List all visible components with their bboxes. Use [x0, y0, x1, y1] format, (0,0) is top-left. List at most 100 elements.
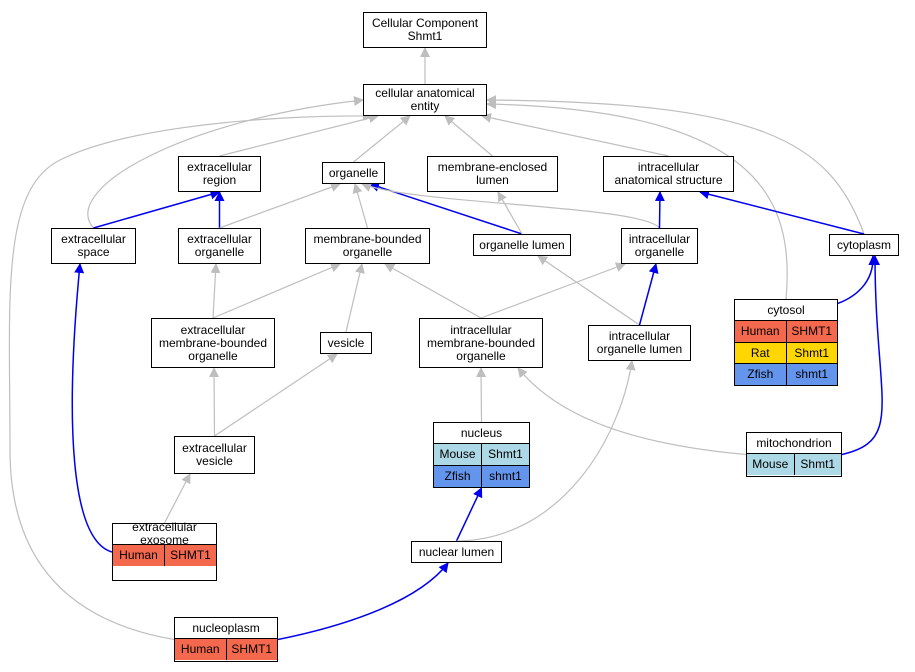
- edge-part-of-extracellular-space-to-extracellular-region: [93, 189, 221, 229]
- gene-cell: SHMT1: [785, 321, 838, 342]
- node-label: extracellular space: [61, 232, 126, 259]
- edge-is-a-cytoplasm-to-cellular-anatomical-entity: [486, 95, 865, 235]
- edge-part-of-cytoplasm-to-intracellular-anatomical-structure: [699, 189, 865, 235]
- edge-is-a-extracellular-organelle-to-organelle: [219, 182, 341, 229]
- node-label: intracellular organelle: [628, 232, 691, 259]
- species-cell: Human: [119, 548, 158, 562]
- species-cell: Zfish: [747, 367, 774, 382]
- annotation-row: Mouse Shmt1: [434, 443, 529, 465]
- node-intracellular-organelle-lumen[interactable]: intracellular organelle lumen: [588, 325, 691, 361]
- species-cell: Mouse: [439, 447, 476, 461]
- node-label: vesicle: [327, 335, 365, 350]
- node-label: cellular anatomical entity: [375, 86, 475, 113]
- node-label: extracellular membrane-bounded organelle: [158, 322, 268, 363]
- node-organelle-lumen[interactable]: organelle lumen: [473, 234, 571, 256]
- edge-is-a-intracellular-organelle-lumen-to-organelle-lumen: [537, 255, 640, 326]
- species-cell: Human: [740, 323, 780, 338]
- node-label: nucleus: [460, 425, 503, 440]
- node-extracellular-membrane-bounded-organelle[interactable]: extracellular membrane-bounded organelle: [151, 318, 275, 368]
- node-membrane-enclosed-lumen[interactable]: membrane-enclosed lumen: [427, 156, 558, 192]
- edge-is-a-nucleoplasm-to-cellular-anatomical-entity: [8, 110, 373, 641]
- node-intracellular-anatomical-structure[interactable]: intracellular anatomical structure: [603, 156, 734, 192]
- node-label: organelle lumen: [479, 237, 565, 252]
- edge-is-a-organelle-to-cellular-anatomical-entity: [353, 115, 411, 163]
- edge-is-a-intracellular-organelle-to-organelle: [361, 182, 660, 229]
- node-label: extracellular region: [187, 160, 252, 187]
- node-cellular-component[interactable]: Cellular Component Shmt1: [363, 12, 487, 48]
- node-label: intracellular organelle lumen: [596, 329, 683, 356]
- edge-is-a-extracellular-membrane-bounded-organelle-to-extracellular-organelle: [210, 263, 221, 319]
- node-label: extracellular organelle: [187, 232, 252, 259]
- edge-is-a-extracellular-membrane-bounded-organelle-to-membrane-bounded-organelle: [212, 262, 341, 319]
- node-extracellular-vesicle[interactable]: extracellular vesicle: [174, 436, 255, 474]
- node-label: nuclear lumen: [418, 544, 495, 559]
- edge-part-of-nuclear-lumen-to-nucleus: [455, 487, 483, 542]
- node-cellular-anatomical-entity[interactable]: cellular anatomical entity: [363, 84, 487, 116]
- gene-cell: Shmt1: [793, 454, 842, 475]
- annotation-row: Rat Shmt1: [735, 341, 838, 364]
- edge-is-a-membrane-bounded-organelle-to-organelle: [352, 183, 369, 229]
- edge-part-of-intracellular-organelle-lumen-to-intracellular-organelle: [638, 263, 659, 326]
- node-label: cytoplasm: [836, 237, 892, 252]
- edge-is-a-organelle-lumen-to-membrane-enclosed-lumen: [497, 191, 523, 235]
- edge-is-a-nuclear-lumen-to-intracellular-organelle-lumen: [456, 360, 636, 542]
- edge-is-a-extracellular-space-to-cellular-anatomical-entity: [87, 96, 364, 229]
- node-extracellular-region[interactable]: extracellular region: [178, 156, 261, 192]
- annotation-row: Human SHMT1: [113, 544, 216, 566]
- node-label: extracellular exosome: [132, 520, 197, 547]
- edge-part-of-mitochondrion-to-cytoplasm: [841, 255, 883, 456]
- edge-is-a-extracellular-exosome-to-extracellular-vesicle: [163, 473, 191, 524]
- gene-cell: Shmt1: [481, 444, 529, 465]
- node-intracellular-organelle[interactable]: intracellular organelle: [621, 228, 698, 264]
- edge-part-of-intracellular-organelle-to-intracellular-anatomical-structure: [654, 191, 665, 229]
- edge-is-a-intracellular-membrane-bounded-organelle-to-membrane-bounded-organelle: [384, 263, 482, 319]
- edge-is-a-extracellular-region-to-cellular-anatomical-entity: [219, 113, 379, 157]
- node-cytoplasm[interactable]: cytoplasm: [829, 234, 899, 256]
- edge-is-a-membrane-enclosed-lumen-to-cellular-anatomical-entity: [444, 115, 493, 157]
- node-label: membrane-bounded organelle: [313, 232, 422, 259]
- node-label: mitochondrion: [756, 435, 832, 450]
- node-label: nucleoplasm: [192, 620, 260, 635]
- node-membrane-bounded-organelle[interactable]: membrane-bounded organelle: [305, 228, 430, 264]
- node-label: Cellular Component Shmt1: [371, 16, 479, 43]
- edge-is-a-intracellular-anatomical-structure-to-cellular-anatomical-entity: [481, 112, 669, 157]
- edge-is-a-intracellular-membrane-bounded-organelle-to-intracellular-organelle: [480, 262, 626, 319]
- edge-part-of-nucleoplasm-to-nuclear-lumen: [277, 562, 449, 641]
- node-label: intracellular anatomical structure: [614, 160, 723, 187]
- annotation-row: Zfish shmt1: [735, 363, 838, 386]
- node-extracellular-space[interactable]: extracellular space: [51, 228, 136, 264]
- node-nuclear-lumen[interactable]: nuclear lumen: [411, 541, 502, 563]
- annotation-row: Human SHMT1: [735, 320, 837, 342]
- node-label: extracellular vesicle: [182, 441, 247, 468]
- edge-is-a-extracellular-vesicle-to-vesicle: [214, 353, 338, 437]
- node-label: membrane-enclosed lumen: [437, 160, 548, 187]
- node-vesicle[interactable]: vesicle: [320, 332, 372, 354]
- node-intracellular-membrane-bounded-organelle[interactable]: intracellular membrane-bounded organelle: [419, 318, 543, 368]
- node-label: intracellular membrane-bounded organelle: [426, 322, 536, 363]
- node-label: cytosol: [767, 302, 805, 317]
- node-extracellular-organelle[interactable]: extracellular organelle: [178, 228, 261, 264]
- edge-is-a-extracellular-vesicle-to-extracellular-membrane-bounded-organelle: [209, 367, 220, 437]
- species-cell: Mouse: [752, 457, 789, 471]
- edge-is-a-cytosol-to-cellular-anatomical-entity: [486, 99, 788, 300]
- gene-cell: SHMT1: [225, 639, 278, 660]
- annotation-row: Human SHMT1: [175, 638, 277, 660]
- edge-layer: [8, 47, 883, 641]
- gene-cell: shmt1: [785, 364, 838, 386]
- edge-is-a-vesicle-to-membrane-bounded-organelle: [345, 263, 365, 333]
- species-cell: Rat: [750, 345, 770, 360]
- gene-cell: SHMT1: [164, 545, 216, 566]
- species-cell: Human: [180, 642, 220, 656]
- species-cell: Zfish: [444, 469, 471, 483]
- node-organelle[interactable]: organelle: [322, 162, 385, 184]
- edge-part-of-extracellular-exosome-to-extracellular-space: [71, 263, 113, 553]
- gene-cell: Shmt1: [785, 342, 838, 364]
- node-label: organelle: [328, 165, 379, 180]
